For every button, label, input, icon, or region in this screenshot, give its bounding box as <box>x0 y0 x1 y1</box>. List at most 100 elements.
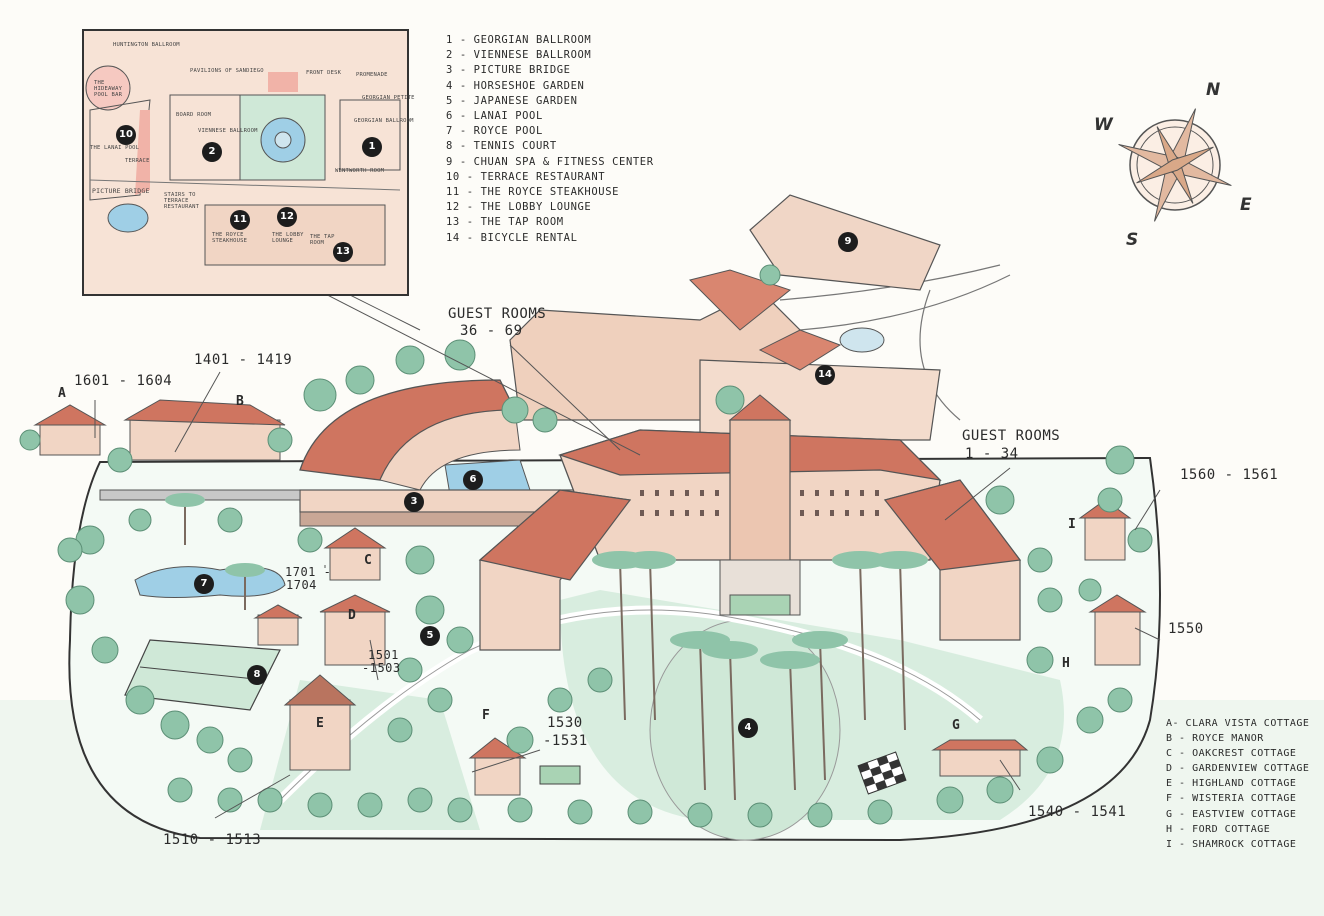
cottage-legend-item: D - Gardenview Cottage <box>1166 763 1310 775</box>
label-1530a: 1530 <box>547 715 583 731</box>
cottage-legend-item: B - Royce Manor <box>1166 733 1264 745</box>
marker-2: 2 <box>202 142 222 162</box>
road <box>799 274 1011 331</box>
compass-w: W <box>1094 115 1113 135</box>
cottage-f <box>468 737 527 796</box>
label-1501a: 1501 <box>368 648 399 662</box>
cottage-a <box>33 404 107 456</box>
legend-item: 3 - Picture Bridge <box>446 64 571 77</box>
legend-item: 8 - Tennis Court <box>446 140 557 153</box>
legend-item: 9 - Chuan Spa & Fitness Center <box>446 155 654 168</box>
marker-9: 9 <box>838 232 858 252</box>
pool-cabana-roof <box>253 604 303 619</box>
cottage-e <box>283 674 357 771</box>
inset-map <box>82 29 409 296</box>
inset-board-room: Board Room <box>176 112 212 118</box>
cottage-legend-item: E - Highland Cottage <box>1166 778 1297 790</box>
label-1401: 1401 - 1419 <box>194 352 293 368</box>
label-1550: 1550 <box>1168 621 1204 637</box>
marker-14: 14 <box>815 365 835 385</box>
cottage-letter-a: A <box>58 386 66 401</box>
fountain <box>839 327 885 353</box>
central-tower <box>729 419 791 571</box>
cottage-g <box>931 739 1029 777</box>
inset-lanai-pool: The Lanai Pool <box>90 145 140 151</box>
legend-item: 12 - The Lobby Lounge <box>446 201 592 214</box>
cottage-letter-d: D <box>348 608 356 623</box>
marker-12: 12 <box>277 207 297 227</box>
cottage-c <box>323 527 387 581</box>
label-1540: 1540 - 1541 <box>1028 804 1127 820</box>
cottage-legend-item: F - Wisteria Cottage <box>1166 793 1297 805</box>
marker-1: 1 <box>362 137 382 157</box>
cottage-letter-b: B <box>236 394 244 409</box>
label-1601: 1601 - 1604 <box>74 373 173 389</box>
cottage-b-royce-manor <box>123 399 286 461</box>
hotel-windows <box>640 490 879 516</box>
legend-item: 4 - Horseshoe Garden <box>446 79 585 92</box>
label-1510: 1510 - 1513 <box>163 832 262 848</box>
cottage-letter-c: C <box>364 553 372 568</box>
cottage-legend-item: C - Oakcrest Cottage <box>1166 748 1297 760</box>
marker-8: 8 <box>247 665 267 685</box>
legend-item: 10 - Terrace Restaurant <box>446 170 606 183</box>
palm-fronds <box>165 493 928 669</box>
cottage-legend-item: G - Eastview Cottage <box>1166 808 1297 820</box>
west-front-roof <box>478 489 632 581</box>
legend-item: 6 - Lanai Pool <box>446 110 543 123</box>
inset-georgian-ballroom: Georgian Ballroom <box>354 118 414 124</box>
legend-item: 2 - Viennese Ballroom <box>446 49 592 62</box>
cottage-legend-item: A- Clara Vista Cottage <box>1166 718 1310 729</box>
chess-board <box>857 751 907 795</box>
label-guest-rooms-1-range: 1 - 34 <box>965 446 1019 462</box>
label-1701a: 1701 - <box>285 565 332 579</box>
pool-cabana <box>257 614 299 646</box>
cottage-letter-h: H <box>1062 656 1070 671</box>
cottage-letter-e: E <box>316 716 324 731</box>
cottage-h <box>1088 594 1147 666</box>
cottage-letter-f: F <box>482 708 490 723</box>
inset-georgian-petite: Georgian Petite <box>362 95 415 101</box>
marker-7: 7 <box>194 574 214 594</box>
tennis-net <box>139 666 266 681</box>
compass-e: E <box>1240 195 1252 215</box>
cottage-legend-item: H - Ford Cottage <box>1166 823 1271 835</box>
inset-promenade: Promenade <box>356 72 388 78</box>
cottage-d <box>319 594 391 666</box>
compass-n: N <box>1206 80 1221 100</box>
back-roof <box>689 269 792 331</box>
inset-hideaway: The Hideaway Pool Bar <box>94 80 123 98</box>
label-1560: 1560 - 1561 <box>1180 467 1279 483</box>
marker-11: 11 <box>230 210 250 230</box>
east-front-roof <box>883 479 1022 571</box>
marker-6: 6 <box>463 470 483 490</box>
terrace-hedge <box>729 594 791 616</box>
cottage-letter-g: G <box>952 718 960 733</box>
inset-lobby-lounge: The Lobby Lounge <box>272 232 304 244</box>
marker-13: 13 <box>333 242 353 262</box>
legend-item: 11 - The Royce Steakhouse <box>446 186 620 199</box>
tower-roof <box>728 394 792 421</box>
cottage-letter-i: I <box>1068 517 1076 532</box>
label-1501b: -1503 <box>362 661 401 675</box>
marker-3: 3 <box>404 492 424 512</box>
inset-front-desk: Front Desk <box>306 70 342 76</box>
label-1701b: 1704 <box>286 578 317 592</box>
inset-huntington: Huntington Ballroom <box>113 42 180 48</box>
legend-item: 14 - Bicycle Rental <box>446 231 578 244</box>
legend-item: 5 - Japanese Garden <box>446 94 578 107</box>
inset-viennese: Viennese Ballroom <box>198 128 258 134</box>
inset-stairs: Stairs to Terrace Restaurant <box>164 192 200 210</box>
legend-item: 1 - Georgian Ballroom <box>446 34 592 46</box>
inset-terrace: Terrace <box>125 158 150 164</box>
compass-s: S <box>1126 230 1139 250</box>
palm-trees <box>184 500 906 801</box>
ping-pong-table <box>539 765 581 785</box>
amenity-legend: 1 - Georgian Ballroom 2 - Viennese Ballr… <box>446 33 654 246</box>
label-guest-rooms-36: Guest Rooms <box>448 306 547 322</box>
marker-5: 5 <box>420 626 440 646</box>
road <box>919 289 961 421</box>
label-guest-rooms-1: Guest Rooms <box>962 428 1061 444</box>
inset-picture-bridge: Picture Bridge <box>92 187 150 195</box>
